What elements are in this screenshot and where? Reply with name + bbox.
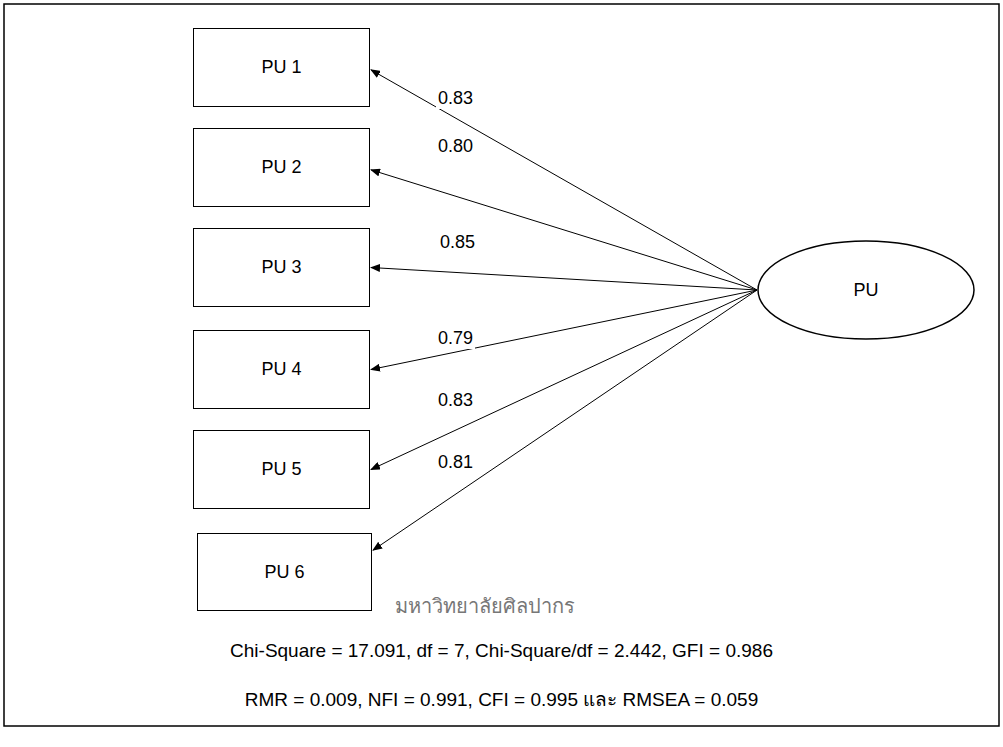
loading-value: 0.81 (436, 452, 475, 473)
indicator-box: PU 4 (193, 330, 370, 409)
node-text: PU 4 (261, 359, 301, 380)
node-text: PU 6 (264, 562, 304, 583)
node-text: PU (853, 280, 878, 301)
loading-arrow (371, 170, 757, 290)
latent-ellipse: PU (757, 240, 975, 340)
node-text: PU 5 (261, 459, 301, 480)
loading-arrow (373, 290, 757, 550)
node-text: PU 2 (261, 157, 301, 178)
loading-value: 0.83 (436, 390, 475, 411)
loading-value: 0.79 (436, 328, 475, 349)
loading-arrow (371, 290, 757, 470)
loading-value: 0.85 (438, 232, 477, 253)
indicator-box: PU 1 (193, 28, 370, 107)
indicator-box: PU 2 (193, 128, 370, 207)
loading-arrow (371, 70, 757, 290)
loading-value: 0.83 (436, 88, 475, 109)
indicator-box: PU 3 (193, 228, 370, 307)
fit-statistics: RMR = 0.009, NFI = 0.991, CFI = 0.995 แล… (245, 684, 758, 714)
indicator-box: PU 5 (193, 430, 370, 509)
loading-arrow (371, 268, 757, 291)
watermark-text: มหาวิทยาลัยศิลปากร (395, 590, 575, 622)
node-text: PU 3 (261, 257, 301, 278)
node-text: PU 1 (261, 57, 301, 78)
fit-statistics: Chi-Square = 17.091, df = 7, Chi-Square/… (230, 640, 773, 662)
indicator-box: PU 6 (197, 533, 372, 611)
frame-border (4, 4, 999, 726)
loading-value: 0.80 (436, 136, 475, 157)
